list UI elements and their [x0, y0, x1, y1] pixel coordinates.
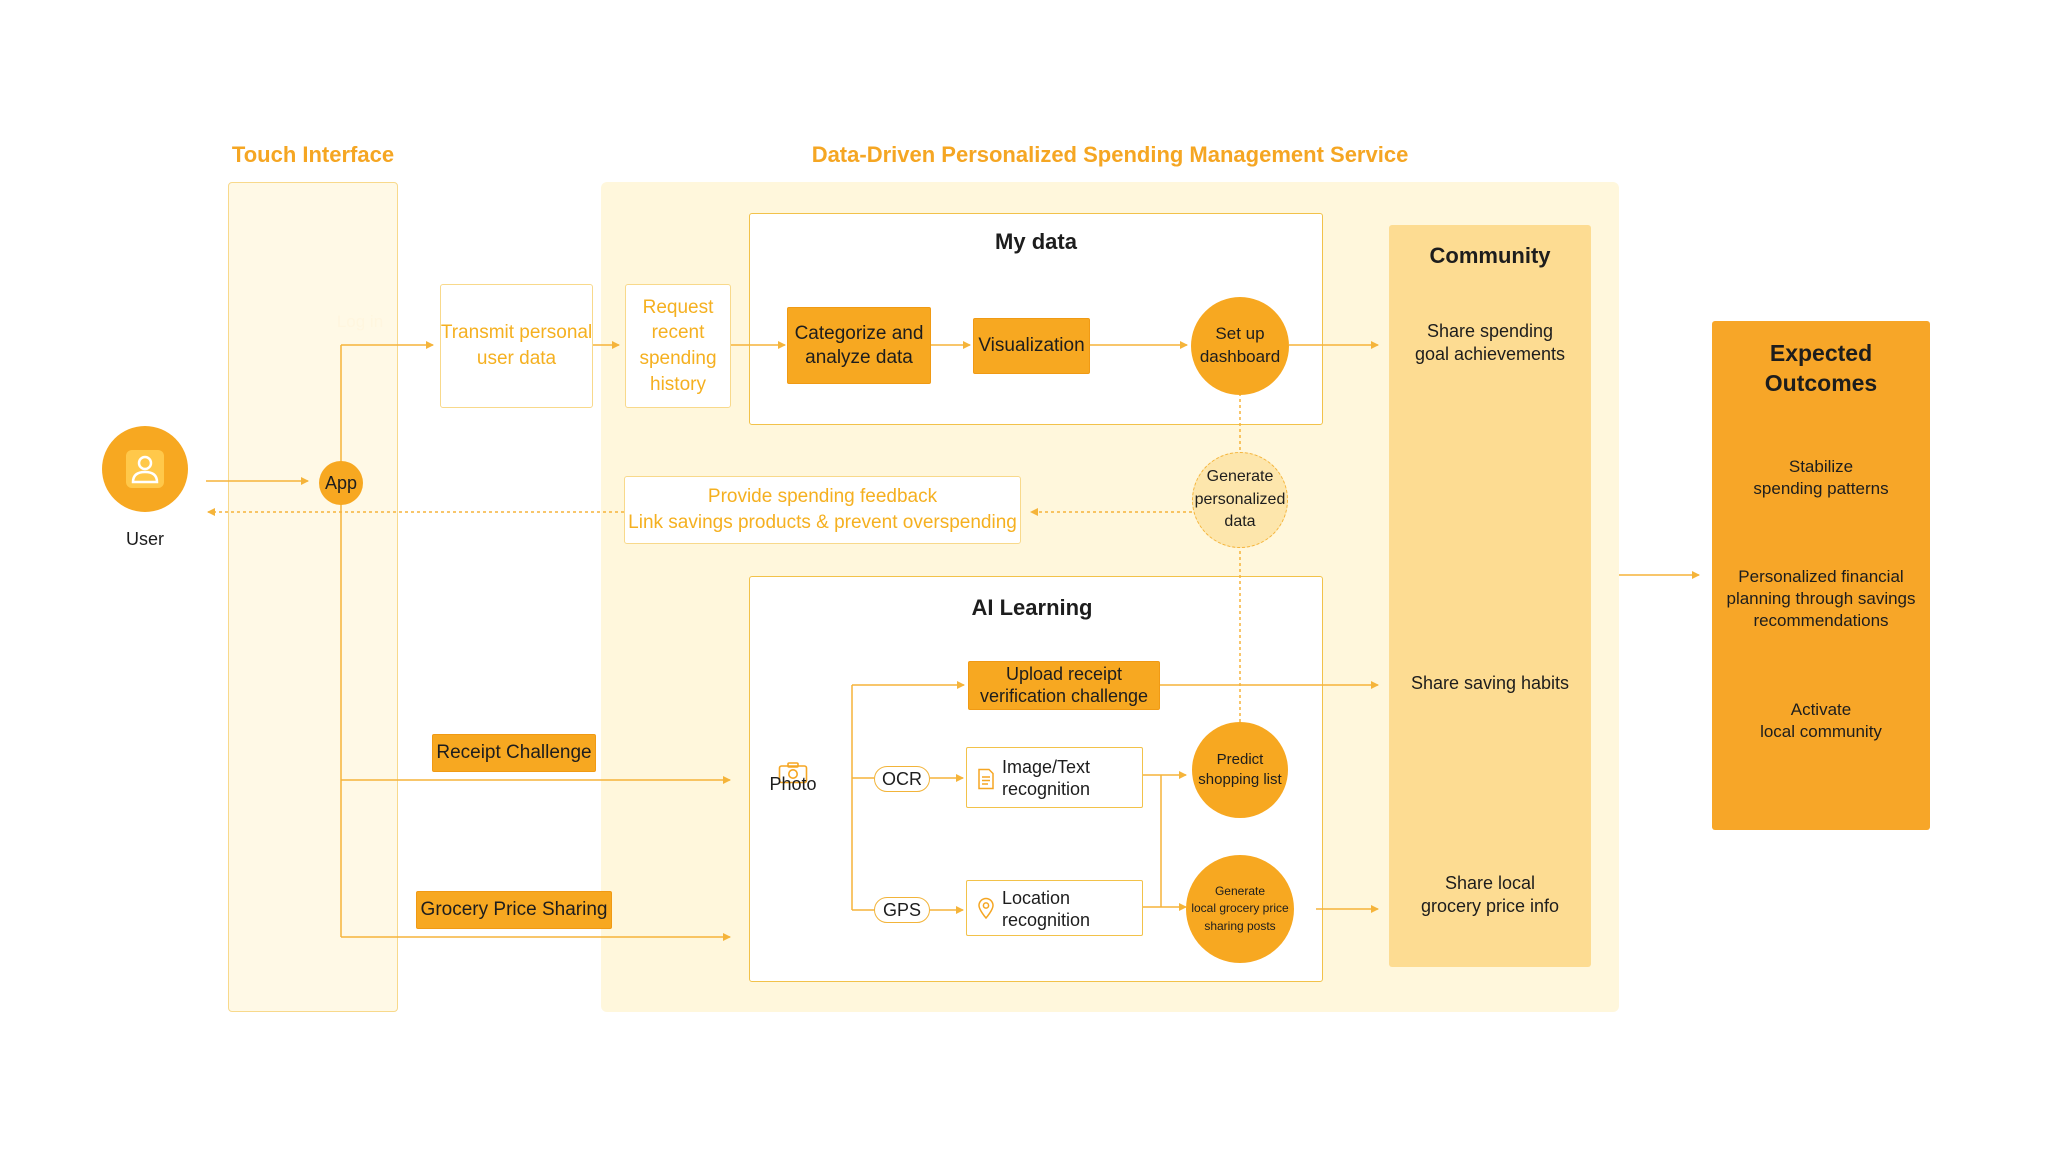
request-history-text: Request recent spending history	[639, 296, 717, 395]
dashboard-node: Set up dashboard	[1191, 297, 1289, 395]
generate-posts-node: Generate local grocery price sharing pos…	[1186, 855, 1294, 963]
upload-receipt-text: Upload receipt verification challenge	[979, 663, 1149, 706]
receipt-challenge-label[interactable]: Receipt Challenge	[432, 734, 596, 772]
location-box: Location recognition	[966, 880, 1143, 936]
image-text-box: Image/Text recognition	[966, 747, 1143, 808]
ocr-pill: OCR	[874, 766, 930, 792]
community-panel	[1389, 225, 1591, 967]
generate-posts-text: Generate local grocery price sharing pos…	[1191, 883, 1289, 933]
community-item-grocery: Share local grocery price info	[1420, 873, 1560, 917]
user-icon	[126, 450, 164, 488]
outcome-item-stabilize: Stabilize spending patterns	[1753, 457, 1889, 499]
gps-pill: GPS	[874, 897, 930, 923]
visualization-text: Visualization	[978, 335, 1085, 357]
generate-personalized-node: Generate personalized data	[1192, 452, 1288, 548]
outcome-item-community: Activate local community	[1760, 700, 1882, 742]
user-label: User	[125, 529, 164, 549]
outcome-item-planning: Personalized financial planning through …	[1726, 567, 1916, 631]
location-pin-icon	[978, 897, 994, 919]
my-data-title: My data	[995, 229, 1077, 254]
categorize-box: Categorize and analyze data	[787, 307, 931, 384]
community-title: Community	[1429, 243, 1551, 268]
receipt-challenge-text: Receipt Challenge	[436, 742, 592, 764]
user-avatar[interactable]	[102, 426, 188, 512]
camera-icon	[778, 762, 808, 784]
generate-personalized-text: Generate personalized data	[1194, 468, 1286, 531]
community-item-habits: Share saving habits	[1410, 673, 1570, 693]
touch-interface-title: Touch Interface	[231, 142, 395, 167]
grocery-sharing-text: Grocery Price Sharing	[420, 899, 608, 921]
ai-learning-title: AI Learning	[971, 595, 1093, 620]
photo-label: Photo	[769, 774, 817, 794]
image-text-label: Image/Text recognition	[1002, 757, 1091, 799]
community-item-goals: Share spending goal achievements	[1414, 321, 1566, 365]
request-history-box: Request recent spending history	[625, 284, 731, 408]
visualization-box: Visualization	[973, 318, 1090, 374]
touch-interface-panel	[228, 182, 398, 1012]
feedback-text: Provide spending feedback Link savings p…	[628, 486, 1017, 533]
app-label: App	[324, 472, 358, 493]
document-icon	[978, 768, 994, 790]
transmit-data-box: Transmit personal user data	[440, 284, 593, 408]
predict-node: Predict shopping list	[1192, 722, 1288, 818]
predict-text: Predict shopping list	[1198, 750, 1282, 788]
gps-text: GPS	[882, 899, 921, 920]
dashboard-text: Set up dashboard	[1199, 324, 1281, 366]
upload-receipt-box: Upload receipt verification challenge	[968, 661, 1160, 710]
location-label: Location recognition	[1002, 888, 1091, 930]
outcomes-panel	[1712, 321, 1930, 830]
app-node[interactable]: App	[319, 461, 363, 505]
outcomes-title: Expected Outcomes	[1764, 340, 1878, 396]
ocr-text: OCR	[882, 768, 922, 789]
transmit-data-text: Transmit personal user data	[440, 322, 593, 369]
grocery-sharing-label[interactable]: Grocery Price Sharing	[416, 891, 612, 929]
login-label: Log in	[336, 312, 384, 331]
service-title: Data-Driven Personalized Spending Manage…	[811, 142, 1409, 167]
feedback-box: Provide spending feedback Link savings p…	[624, 476, 1021, 544]
photo-node	[758, 748, 828, 798]
categorize-text: Categorize and analyze data	[794, 322, 924, 368]
